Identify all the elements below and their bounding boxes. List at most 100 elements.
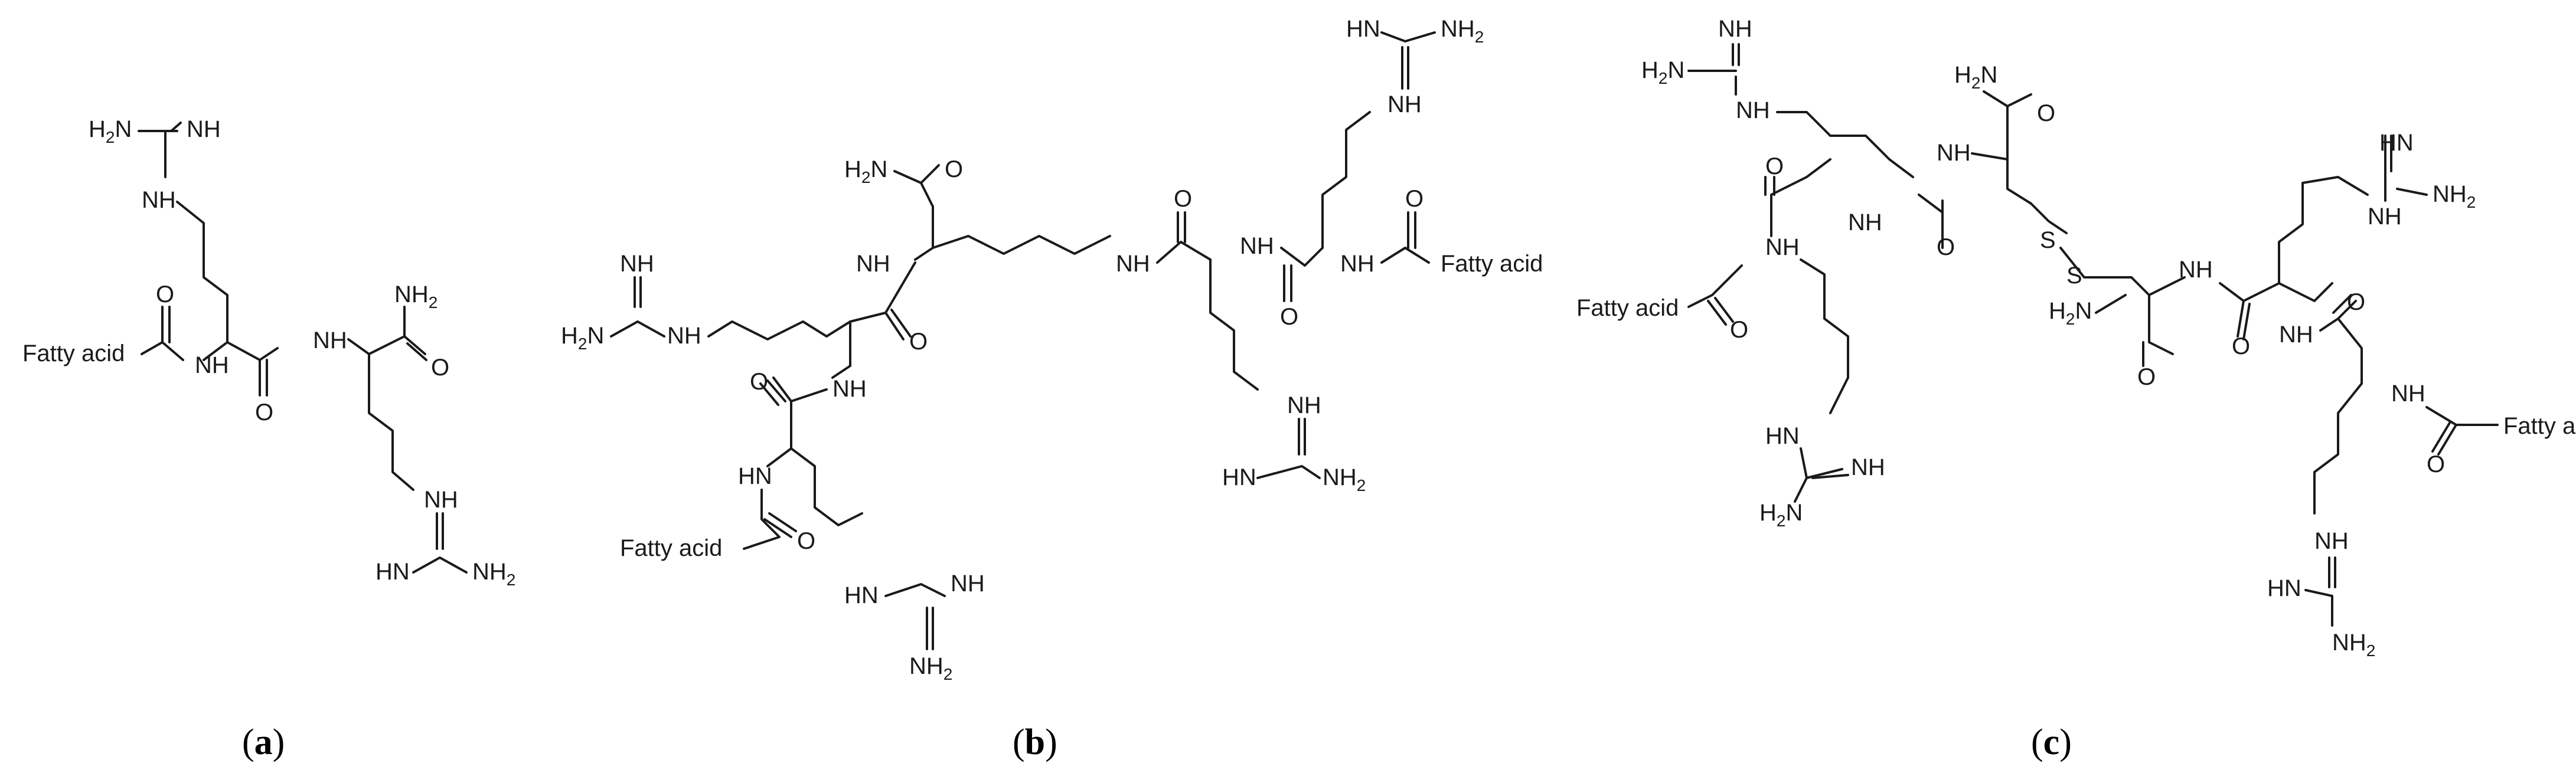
hn-label: HN: [1346, 16, 1380, 42]
o-label: O: [255, 399, 273, 425]
caption-c: (c): [2031, 722, 2072, 762]
bond: [1829, 376, 1849, 414]
bond: [1918, 194, 1944, 214]
side-chain-bonds: [1735, 76, 1914, 178]
caption-b: (b): [1013, 722, 1057, 762]
o-label: O: [431, 355, 449, 381]
o-label: O: [1937, 234, 1955, 260]
side-chain-bonds: [1209, 258, 1259, 391]
bond: [2130, 276, 2186, 296]
nh-label: NH: [2368, 204, 2402, 230]
structure-b: H2N O NH NH O NH O NH HN NH2 NH O Fatty …: [561, 16, 1543, 683]
nh-label: NH: [1240, 233, 1274, 259]
double-bond: [1283, 264, 1292, 302]
hn-label: HN: [844, 582, 879, 608]
bond: [766, 400, 792, 467]
double-bond: [1707, 297, 1734, 326]
nh-label: NH: [856, 251, 890, 277]
nh-label: NH: [1387, 91, 1422, 117]
bond: [1280, 247, 1324, 267]
fatty-acid-label: Fatty acid: [1441, 251, 1543, 277]
caption-a: (a): [242, 722, 285, 762]
bond: [1687, 264, 1743, 308]
bond: [2384, 135, 2392, 202]
o-label: O: [945, 156, 963, 182]
fatty-acid-label: Fatty acid: [2503, 413, 2576, 439]
o-label: O: [750, 369, 768, 395]
bond: [1380, 247, 1430, 264]
double-bond: [1764, 176, 1775, 196]
nh-label: NH: [1848, 209, 1882, 235]
nh-label: NH: [187, 116, 221, 142]
bond: [412, 556, 468, 574]
nh2-label: NH2: [394, 281, 438, 312]
bond: [1256, 465, 1321, 479]
bond: [634, 276, 642, 308]
bond: [2030, 202, 2068, 234]
double-bond: [759, 379, 786, 406]
nh2-label: NH2: [1441, 16, 1484, 46]
bond: [926, 607, 934, 650]
side-chain-bonds: [176, 201, 228, 361]
fatty-acid-label: Fatty acid: [22, 340, 125, 366]
o-label: O: [2137, 364, 2156, 390]
lysine-chain: [914, 205, 1111, 261]
bond: [2278, 282, 2333, 302]
h2n-label: H2N: [561, 323, 604, 353]
bond: [226, 341, 279, 361]
bond: [1971, 152, 2032, 205]
bond: [2319, 317, 2363, 385]
bond: [610, 320, 665, 338]
bond: [1401, 46, 1409, 90]
s-label: S: [2066, 263, 2082, 289]
nh-label: NH: [2391, 381, 2425, 407]
side-chain-bonds: [368, 353, 414, 491]
o-label: O: [909, 329, 928, 355]
bond: [1770, 158, 1831, 237]
double-bond: [2332, 294, 2357, 320]
side-chain-bonds: [2278, 176, 2369, 284]
double-bond: [2431, 421, 2457, 456]
bond: [2396, 188, 2428, 196]
double-bond: [259, 359, 268, 397]
nh2-label: NH2: [1323, 464, 1366, 494]
nh-label: NH: [1340, 251, 1374, 277]
o-label: O: [2427, 451, 2445, 477]
o-label: O: [1174, 186, 1192, 212]
bond: [893, 164, 940, 208]
fatty-acid-label: Fatty acid: [1576, 295, 1679, 321]
o-label: O: [2347, 289, 2365, 315]
bond: [743, 489, 781, 550]
double-bond: [1407, 211, 1416, 249]
nh-label: NH: [313, 327, 347, 353]
bond: [1794, 447, 1843, 503]
double-bond: [403, 335, 427, 361]
h2n-label: H2N: [1641, 57, 1684, 87]
s-label: S: [2040, 227, 2056, 253]
nh-label: NH: [424, 487, 458, 513]
hn-label: HN: [1765, 423, 1800, 449]
bond: [2219, 282, 2280, 338]
bond: [141, 341, 184, 361]
side-chain-bonds: [790, 447, 863, 526]
bond: [1298, 418, 1306, 456]
nh-label: NH: [1851, 454, 1885, 480]
nh-label: NH: [2314, 528, 2349, 554]
nh-label: NH: [195, 352, 229, 378]
h2n-label: H2N: [1759, 500, 1803, 530]
double-bond: [884, 309, 912, 340]
bond: [2059, 247, 2133, 279]
o-label: O: [797, 528, 815, 554]
o-label: O: [2232, 333, 2250, 359]
h2n-label: H2N: [844, 156, 887, 186]
nh-label: NH: [142, 187, 176, 213]
double-bond: [1177, 211, 1186, 243]
hn-label: HN: [2267, 575, 2301, 601]
bond: [2304, 589, 2333, 627]
h2n-label: H2N: [89, 116, 132, 146]
nh-label: NH: [2279, 322, 2313, 348]
bond: [831, 320, 851, 379]
nh-label: NH: [1937, 140, 1971, 166]
o-label: O: [1730, 317, 1748, 343]
